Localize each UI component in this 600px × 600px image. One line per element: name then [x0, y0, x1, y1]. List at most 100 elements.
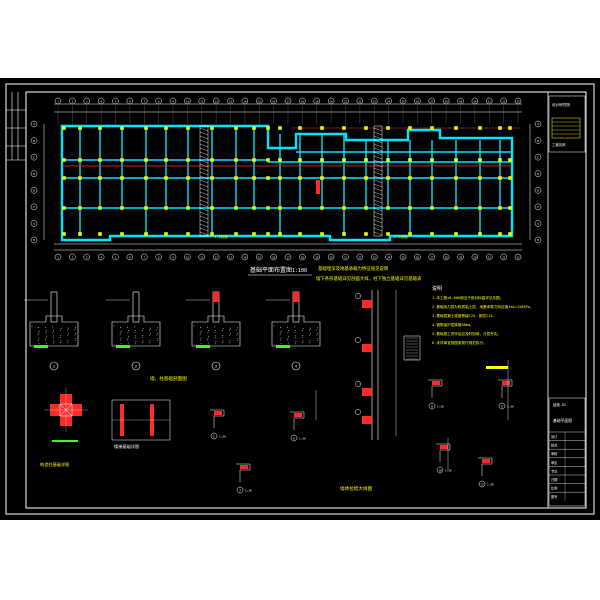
axis-bubble-top: [83, 97, 90, 105]
concrete-dot: [141, 342, 143, 344]
column-marker: [234, 232, 238, 236]
wall-detail-box: [403, 335, 421, 361]
concrete-dot: [119, 334, 121, 336]
hatch-stroke: [373, 195, 383, 200]
concrete-dot: [75, 338, 77, 340]
concrete-dot: [222, 327, 224, 329]
concrete-dot: [236, 327, 238, 329]
section-wall: [50, 291, 58, 323]
axis-label-top: 9: [172, 100, 174, 104]
concrete-dot: [59, 336, 61, 338]
column-marker: [298, 176, 302, 180]
small-detail-red: [294, 413, 302, 417]
axis-bubble-bottom: [97, 253, 105, 261]
column-marker: [78, 126, 82, 130]
axis-label-left: C: [33, 155, 35, 159]
title-row-label: 日期: [551, 477, 557, 482]
concrete-dot: [229, 342, 230, 343]
concrete-dot: [120, 330, 122, 332]
column-marker: [164, 158, 168, 162]
axis-bubble-left: [30, 170, 38, 177]
column-marker: [98, 232, 102, 236]
concrete-dot: [295, 340, 297, 342]
axis-bubble-bottom: [385, 253, 392, 261]
axis-label-bottom: 18: [301, 256, 305, 260]
concrete-dot: [229, 340, 231, 342]
small-detail-bubble: [290, 434, 298, 442]
column-marker: [342, 176, 346, 180]
column-marker: [320, 206, 324, 210]
axis-bubble-top: [155, 97, 162, 105]
hatch-stroke: [373, 163, 383, 168]
concrete-dot: [37, 334, 39, 336]
hatch-stroke: [373, 223, 383, 228]
concrete-dot: [38, 327, 39, 328]
axis-bubble-bottom: [198, 253, 205, 261]
concrete-dot: [67, 342, 68, 343]
concrete-dot: [302, 327, 304, 329]
axis-label-top: 15: [258, 100, 262, 104]
small-detail-bubble: [436, 466, 444, 474]
hatch-stroke: [199, 143, 209, 148]
column-marker: [210, 158, 214, 162]
hatch-stroke: [373, 139, 383, 144]
small-detail-red: [482, 459, 490, 463]
column-marker: [342, 206, 346, 210]
concrete-dot: [156, 327, 158, 329]
axis-label-bottom: 25: [401, 256, 405, 260]
foundation-plan: 1122334455667788991010111112121313141415…: [30, 97, 542, 261]
axis-label-top: 27: [430, 100, 434, 104]
hatch-stroke: [199, 147, 209, 152]
concrete-dot: [199, 334, 201, 336]
concrete-dot: [222, 340, 224, 342]
concrete-dot: [120, 327, 121, 328]
concrete-dot: [142, 340, 144, 342]
axis-bubble-bottom: [141, 253, 148, 261]
column-marker: [186, 232, 190, 236]
column-marker: [478, 126, 482, 130]
axis-label-top: 30: [473, 100, 477, 104]
section-footing: [271, 315, 321, 347]
axis-bubble-bottom: [442, 253, 450, 261]
concrete-dot: [237, 338, 239, 340]
concrete-dot: [207, 330, 209, 332]
concrete-dot: [52, 337, 54, 339]
axis-label-right: G: [537, 222, 539, 226]
column-marker: [78, 206, 82, 210]
concrete-dot: [294, 331, 296, 333]
column-marker: [342, 126, 346, 130]
hatch-stroke: [373, 191, 383, 196]
concrete-dot: [135, 330, 136, 331]
axis-bubble-bottom: [428, 253, 435, 261]
axis-label-top: 13: [229, 100, 233, 104]
axis-label-right: E: [537, 188, 539, 192]
hatch-stroke: [199, 167, 209, 172]
axis-bubble-top: [256, 97, 263, 105]
axis-bubble-top: [284, 97, 292, 105]
concrete-dot: [119, 339, 121, 341]
axis-bubble-bottom: [54, 253, 62, 261]
column-marker: [386, 126, 390, 130]
section-bubble: [291, 361, 301, 371]
concrete-dot: [150, 333, 151, 334]
title-block-company: 设计研究院: [552, 102, 570, 107]
wall-detail-red: [362, 300, 372, 308]
column-marker: [144, 158, 148, 162]
hatch-stroke: [199, 191, 209, 196]
axis-bubble-top: [356, 97, 364, 105]
axis-bubble-top: [184, 97, 191, 105]
column-marker: [120, 158, 124, 162]
axis-bubble-left: [30, 203, 38, 211]
wall-column-detail: [355, 290, 421, 440]
concrete-dot: [279, 334, 281, 336]
concrete-dot: [120, 343, 122, 345]
column-marker: [498, 232, 502, 236]
axis-bubble-top: [514, 97, 522, 105]
concrete-dot: [214, 331, 216, 333]
concrete-dot: [46, 335, 48, 337]
small-detail-bubble-label: 7: [239, 488, 241, 492]
axis-bubble-left: [30, 153, 38, 161]
concrete-dot: [156, 329, 158, 331]
